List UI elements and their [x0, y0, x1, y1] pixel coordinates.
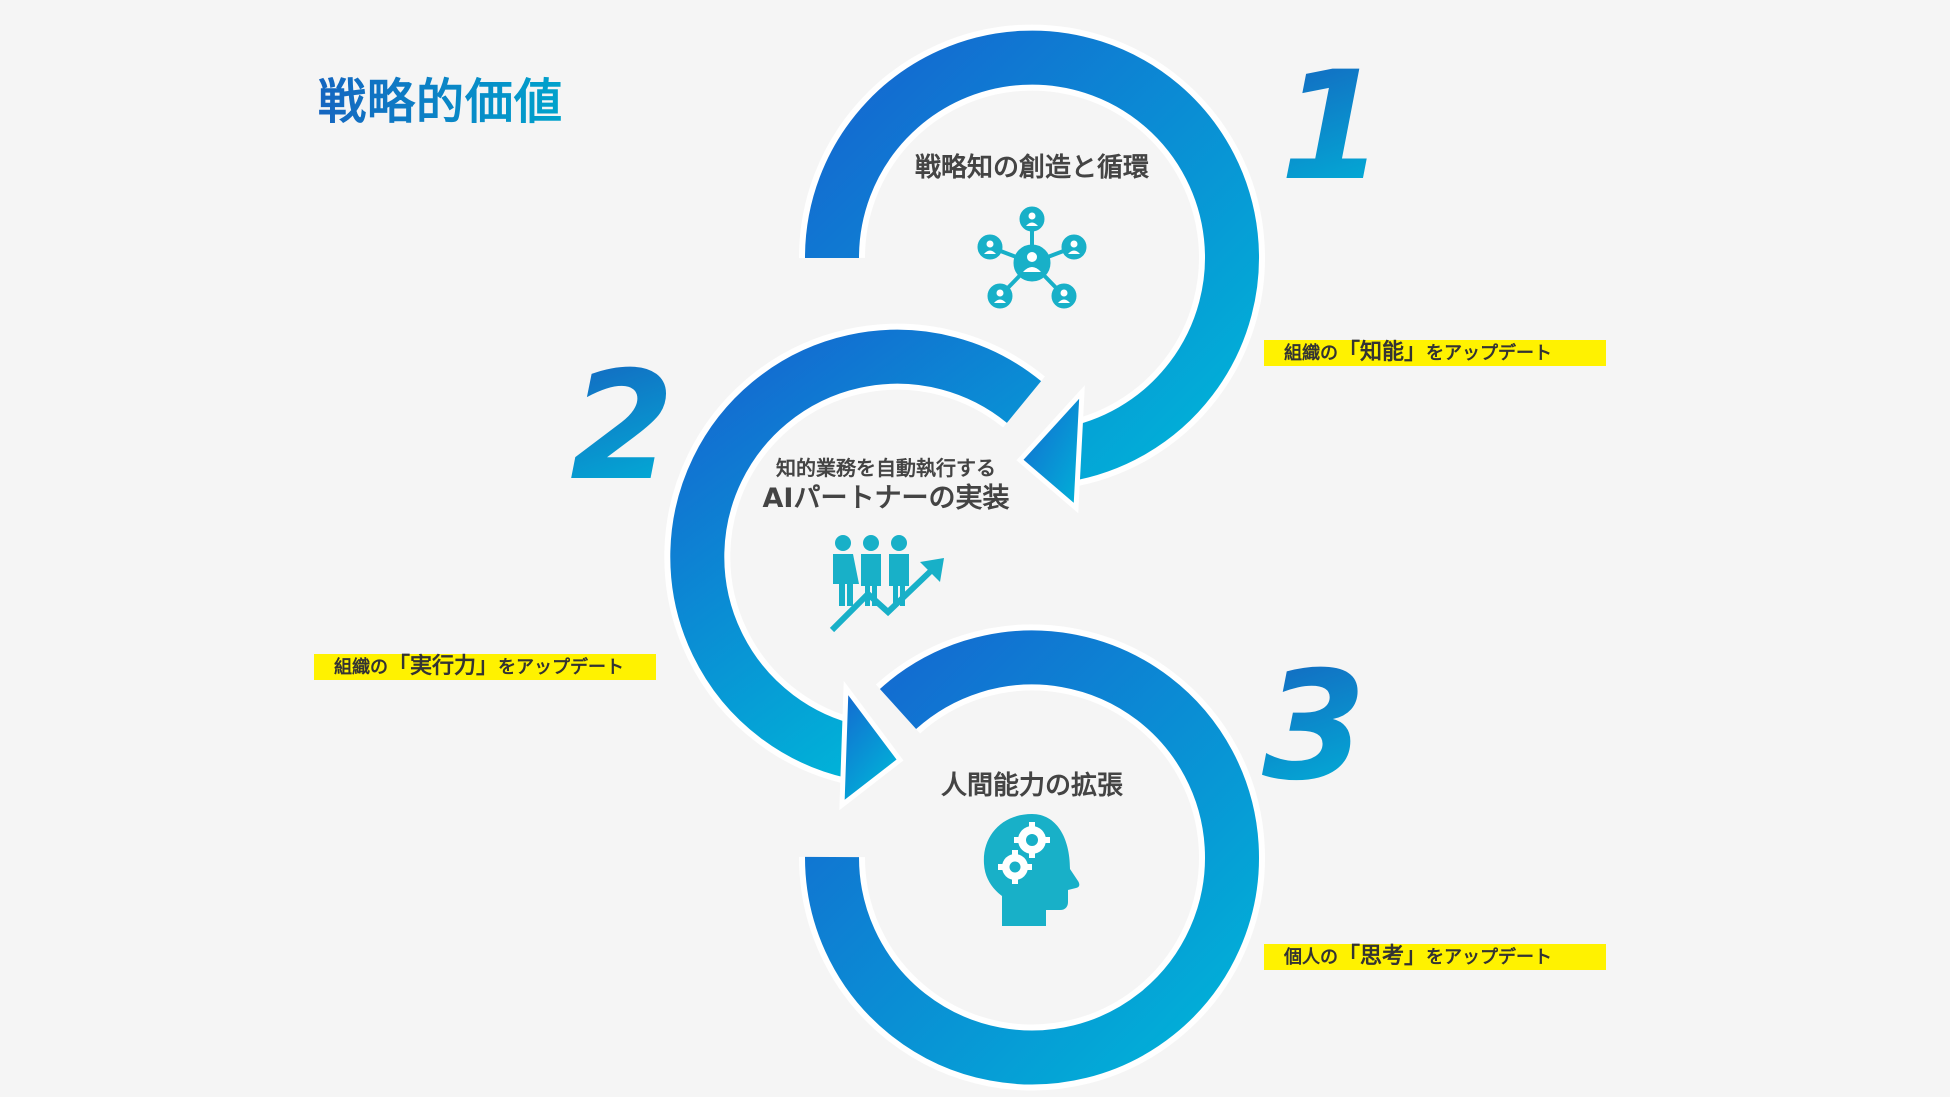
step-2-title-line2: AIパートナーの実装 — [762, 483, 1010, 514]
step-number-2: 2 — [570, 340, 675, 514]
step-3-title: 人間能力の拡張 — [940, 771, 1123, 801]
ring-3-arrow — [799, 624, 1265, 1091]
step-number-1: 1 — [1280, 40, 1385, 214]
note-emphasis: 「知能」 — [1338, 340, 1427, 365]
step-1-title: 戦略知の創造と循環 — [914, 153, 1149, 183]
step-2-note: 組織の「実行力」をアップデート — [314, 654, 656, 680]
note-suffix: をアップデート — [1426, 343, 1553, 364]
head-gears-icon — [983, 814, 1080, 926]
step-1-note: 組織の「知能」をアップデート — [1264, 340, 1606, 366]
team-growth-icon — [829, 535, 944, 633]
note-suffix: をアップデート — [498, 657, 625, 678]
ring-1-arrow — [799, 24, 1265, 514]
ring-2-arrow — [664, 323, 1045, 811]
note-prefix: 個人の — [1284, 947, 1338, 968]
note-emphasis: 「実行力」 — [388, 654, 499, 679]
network-people-icon — [977, 206, 1087, 309]
step-2-title-line1: 知的業務を自動執行する — [776, 456, 996, 480]
note-emphasis: 「思考」 — [1338, 944, 1427, 969]
step-3-note: 個人の「思考」をアップデート — [1264, 944, 1606, 970]
note-prefix: 組織の — [334, 657, 388, 678]
note-suffix: をアップデート — [1426, 947, 1553, 968]
step-number-3: 3 — [1262, 640, 1367, 814]
page-title: 戦略的価値 — [318, 62, 563, 132]
note-prefix: 組織の — [1284, 343, 1338, 364]
